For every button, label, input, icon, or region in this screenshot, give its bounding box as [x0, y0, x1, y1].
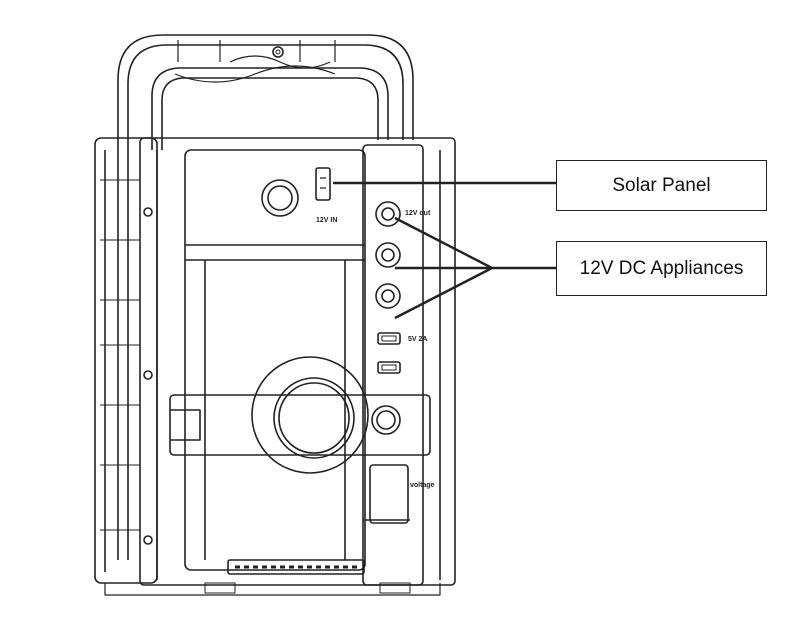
- dc-leader-line: [394, 216, 556, 270]
- top-port-icon: [261, 179, 299, 217]
- dc-output-port-icon: [375, 283, 401, 309]
- vent-grille: [227, 559, 365, 575]
- solar-panel-callout: Solar Panel: [556, 160, 767, 211]
- usb-ports: [377, 332, 401, 374]
- dc-appliances-callout: 12V DC Appliances: [556, 241, 767, 296]
- front-panel: [169, 149, 431, 571]
- dc-output-port-icon: [375, 201, 401, 227]
- input-label: 12V IN: [316, 217, 337, 224]
- dc-output-port-icon: [375, 242, 401, 268]
- voltage-button-icon: [371, 405, 401, 435]
- carry-handle: [117, 34, 414, 560]
- dc-output-ports: [375, 201, 401, 309]
- usb-port-icon: [377, 332, 401, 345]
- solar-input-port: [315, 167, 331, 201]
- voltage-label: voltage: [410, 482, 435, 489]
- side-screw-icon: [143, 535, 153, 545]
- speaker-icon: [251, 356, 369, 474]
- side-screw-icon: [143, 370, 153, 380]
- dc-leader-line: [394, 266, 493, 320]
- side-screw-icon: [143, 207, 153, 217]
- handle-screw-icon: [272, 46, 284, 58]
- solar-panel-label: Solar Panel: [612, 174, 711, 196]
- usb-label: 5V 2A: [408, 336, 427, 343]
- usb-port-icon: [377, 361, 401, 374]
- leader-lines: [333, 181, 556, 320]
- body-frame: [94, 137, 456, 596]
- control-strip: [362, 144, 424, 586]
- output-label: 12V out: [405, 210, 431, 217]
- dc-appliances-label: 12V DC Appliances: [579, 257, 744, 279]
